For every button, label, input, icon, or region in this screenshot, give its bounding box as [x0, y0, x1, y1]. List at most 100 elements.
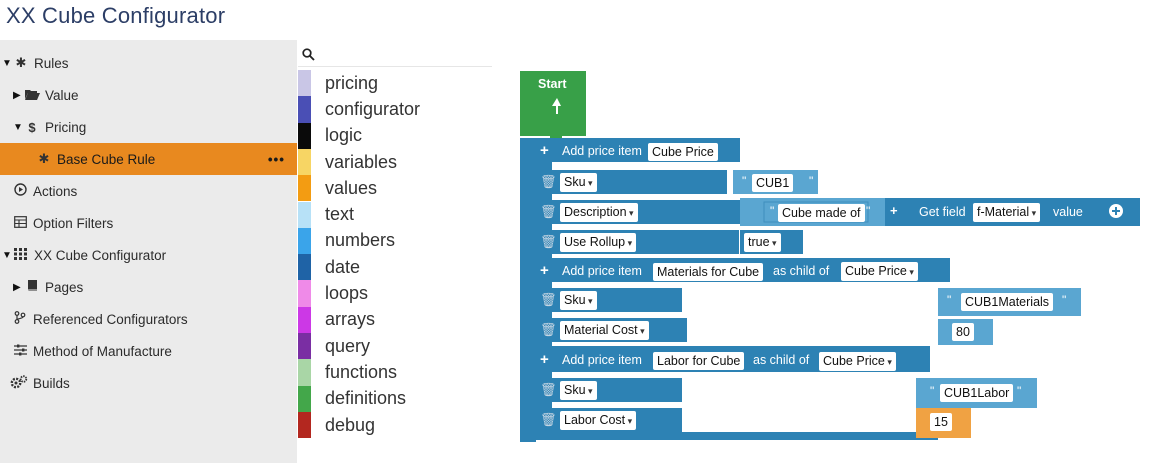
toolbox-category-definitions[interactable]: definitions — [298, 385, 498, 412]
branch-icon — [12, 311, 28, 327]
grid-icon — [13, 247, 29, 263]
child-of-label: as child of — [773, 264, 830, 278]
material-cost-field[interactable]: 80 — [952, 323, 974, 341]
trash-icon[interactable]: 🗑 — [540, 204, 557, 219]
field-dropdown[interactable]: Sku — [560, 381, 597, 400]
child-of-label: as child of — [753, 353, 810, 367]
field-dropdown[interactable]: Sku — [560, 173, 597, 192]
category-label: variables — [325, 151, 398, 172]
toolbox-category-pricing[interactable]: pricing — [298, 70, 498, 97]
category-label: configurator — [325, 98, 421, 119]
toolbox-category-logic[interactable]: logic — [298, 122, 498, 149]
search-icon[interactable] — [302, 48, 315, 64]
category-color-swatch — [298, 96, 311, 123]
category-label: functions — [325, 361, 398, 382]
caret-right-icon[interactable]: ▶ — [13, 281, 21, 293]
price-item-name-field[interactable]: Labor for Cube — [653, 352, 745, 370]
toolbox-category-loops[interactable]: loops — [298, 280, 498, 307]
parent-dropdown[interactable]: Cube Price — [819, 352, 896, 371]
tree-item-label: Pricing — [45, 119, 87, 135]
blockly-workspace[interactable]: Start + Add price item Cube Price 🗑 Sku … — [500, 40, 1157, 463]
caret-down-icon[interactable]: ▼ — [2, 249, 12, 261]
plus-icon[interactable]: + — [540, 351, 549, 368]
trash-icon[interactable]: 🗑 — [540, 412, 557, 427]
field-dropdown[interactable]: Labor Cost — [560, 411, 637, 430]
category-color-swatch — [298, 70, 311, 97]
tree-item-rules[interactable]: ▼ ✱ Rules — [0, 47, 297, 79]
category-label: query — [325, 335, 371, 356]
get-field-dropdown[interactable]: f-Material — [973, 203, 1041, 222]
more-options-icon[interactable]: ••• — [267, 151, 285, 167]
category-color-swatch — [298, 254, 311, 281]
category-color-swatch — [298, 280, 311, 307]
tree-item-label: Option Filters — [33, 215, 114, 231]
field-dropdown[interactable]: Use Rollup — [560, 233, 637, 252]
toolbox-category-query[interactable]: query — [298, 333, 498, 360]
table-icon — [12, 215, 28, 231]
category-label: definitions — [325, 388, 407, 409]
trash-icon[interactable]: 🗑 — [540, 234, 557, 249]
field-dropdown[interactable]: Sku — [560, 291, 597, 310]
sku-value-field[interactable]: CUB1 — [752, 174, 794, 192]
category-color-swatch — [298, 201, 311, 228]
quote-icon: " — [742, 174, 747, 188]
toolbox-category-numbers[interactable]: numbers — [298, 227, 498, 255]
dollar-icon: $ — [28, 119, 36, 135]
trash-icon[interactable]: 🗑 — [540, 382, 557, 397]
tree-item-base-cube-rule[interactable]: ✱ Base Cube Rule ••• — [0, 143, 297, 175]
category-label: debug — [325, 414, 376, 435]
book-icon — [24, 279, 40, 295]
start-label: Start — [538, 77, 567, 91]
boolean-dropdown[interactable]: true — [744, 233, 781, 252]
tree-item-label: Value — [45, 87, 79, 103]
category-color-swatch — [298, 359, 311, 386]
parent-dropdown[interactable]: Cube Price — [841, 262, 918, 281]
tree-item-pricing[interactable]: ▼ $ Pricing — [0, 111, 297, 143]
tree-item-pages[interactable]: ▶ Pages — [0, 271, 297, 303]
sku-value-field[interactable]: CUB1Labor — [940, 384, 1014, 402]
category-color-swatch — [298, 333, 311, 360]
price-item-name-field[interactable]: Cube Price — [648, 143, 718, 161]
field-dropdown[interactable]: Description — [560, 203, 638, 222]
tree-item-xx-cube-configurator[interactable]: ▼ XX Cube Configurator — [0, 239, 297, 271]
sliders-icon — [12, 344, 28, 359]
cogs-icon — [9, 374, 28, 392]
labor-cost-field[interactable]: 15 — [930, 413, 952, 431]
trash-icon[interactable]: 🗑 — [540, 292, 557, 307]
caret-right-icon[interactable]: ▶ — [13, 89, 21, 101]
plus-icon[interactable]: + — [540, 262, 549, 279]
plus-icon[interactable]: + — [540, 142, 549, 159]
tree-item-actions[interactable]: Actions — [0, 175, 297, 207]
tree-item-value[interactable]: ▶ Value — [0, 79, 297, 111]
tree-item-option-filters[interactable]: Option Filters — [0, 207, 297, 239]
tree-item-label: XX Cube Configurator — [34, 247, 167, 263]
toolbox-category-variables[interactable]: variables — [298, 148, 498, 176]
tree-item-label: Actions — [33, 183, 78, 199]
sku-value-field[interactable]: CUB1Materials — [961, 293, 1054, 311]
category-color-swatch — [298, 148, 311, 176]
trash-icon[interactable]: 🗑 — [540, 174, 557, 189]
get-field-label: Get field — [919, 205, 966, 219]
price-item-name-field[interactable]: Materials for Cube — [653, 263, 764, 281]
trash-icon[interactable]: 🗑 — [540, 322, 557, 337]
caret-down-icon[interactable]: ▼ — [13, 121, 23, 133]
toolbox-category-arrays[interactable]: arrays — [298, 306, 498, 333]
puzzle-icon: ✱ — [15, 55, 27, 70]
tree-item-method-of-manufacture[interactable]: Method of Manufacture — [0, 335, 297, 367]
tree-item-builds[interactable]: Builds — [0, 367, 297, 399]
tree-item-referenced-configurators[interactable]: Referenced Configurators — [0, 303, 297, 335]
add-circle-icon[interactable] — [1108, 203, 1124, 224]
caret-down-icon[interactable]: ▼ — [2, 57, 12, 69]
category-color-swatch — [298, 122, 311, 149]
toolbox-category-date[interactable]: date — [298, 254, 498, 281]
toolbox-category-debug[interactable]: debug — [298, 411, 498, 439]
toolbox-category-text[interactable]: text — [298, 201, 498, 228]
quote-icon: " — [809, 174, 814, 188]
category-label: loops — [325, 283, 369, 304]
toolbox-category-configurator[interactable]: configurator — [298, 96, 498, 123]
toolbox-category-values[interactable]: values — [298, 175, 498, 202]
value-label: value — [1053, 205, 1083, 219]
toolbox-category-functions[interactable]: functions — [298, 359, 498, 386]
field-dropdown[interactable]: Material Cost — [560, 321, 649, 340]
description-text-field[interactable]: Cube made of — [778, 204, 865, 222]
